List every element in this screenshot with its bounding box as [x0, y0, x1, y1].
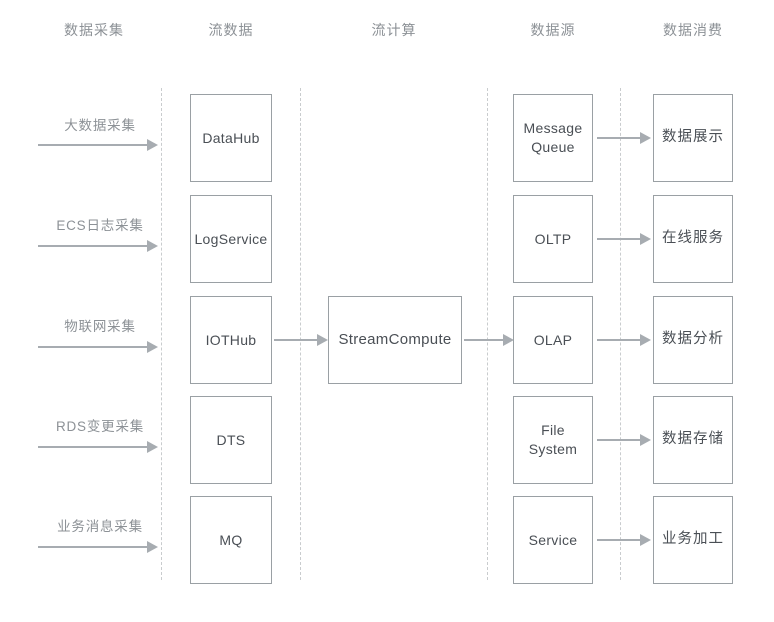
arrow-olap-to-analysis — [597, 334, 651, 346]
column-header-data-collection: 数据采集 — [64, 22, 124, 38]
node-online-service[interactable]: 在线服务 — [653, 195, 733, 283]
arrow-compute-to-datasource — [464, 334, 514, 346]
capture-label-iot: 物联网采集 — [64, 319, 136, 334]
arrow-capture-rds — [38, 441, 158, 453]
arrow-capture-bigdata — [38, 139, 158, 151]
divider-1 — [161, 88, 162, 580]
capture-label-ecs-log: ECS日志采集 — [56, 218, 144, 233]
divider-2 — [300, 88, 301, 580]
column-header-data-consumption: 数据消费 — [663, 22, 723, 38]
node-data-display[interactable]: 数据展示 — [653, 94, 733, 182]
arrow-capture-business — [38, 541, 158, 553]
arrow-mq-to-display — [597, 132, 651, 144]
column-header-data-source: 数据源 — [530, 22, 576, 38]
divider-3 — [487, 88, 488, 580]
node-dts[interactable]: DTS — [190, 396, 272, 484]
node-data-analysis[interactable]: 数据分析 — [653, 296, 733, 384]
arrow-filesystem-to-storage — [597, 434, 651, 446]
node-iothub[interactable]: IOTHub — [190, 296, 272, 384]
capture-label-rds: RDS变更采集 — [55, 419, 145, 434]
node-data-storage[interactable]: 数据存储 — [653, 396, 733, 484]
node-datahub[interactable]: DataHub — [190, 94, 272, 182]
node-mq[interactable]: MQ — [190, 496, 272, 584]
capture-label-bigdata: 大数据采集 — [64, 118, 136, 133]
node-business-process[interactable]: 业务加工 — [653, 496, 733, 584]
arrow-oltp-to-online-service — [597, 233, 651, 245]
arrow-service-to-processing — [597, 534, 651, 546]
node-streamcompute[interactable]: StreamCompute — [328, 296, 462, 384]
arrow-streamdata-to-compute — [274, 334, 328, 346]
node-service[interactable]: Service — [513, 496, 593, 584]
divider-4 — [620, 88, 621, 580]
arrow-capture-iot — [38, 341, 158, 353]
node-oltp[interactable]: OLTP — [513, 195, 593, 283]
node-logservice[interactable]: LogService — [190, 195, 272, 283]
arrow-capture-ecs-log — [38, 240, 158, 252]
column-header-stream-compute: 流计算 — [371, 22, 417, 38]
column-header-stream-data: 流数据 — [208, 22, 254, 38]
node-olap[interactable]: OLAP — [513, 296, 593, 384]
capture-label-business: 业务消息采集 — [57, 519, 143, 534]
